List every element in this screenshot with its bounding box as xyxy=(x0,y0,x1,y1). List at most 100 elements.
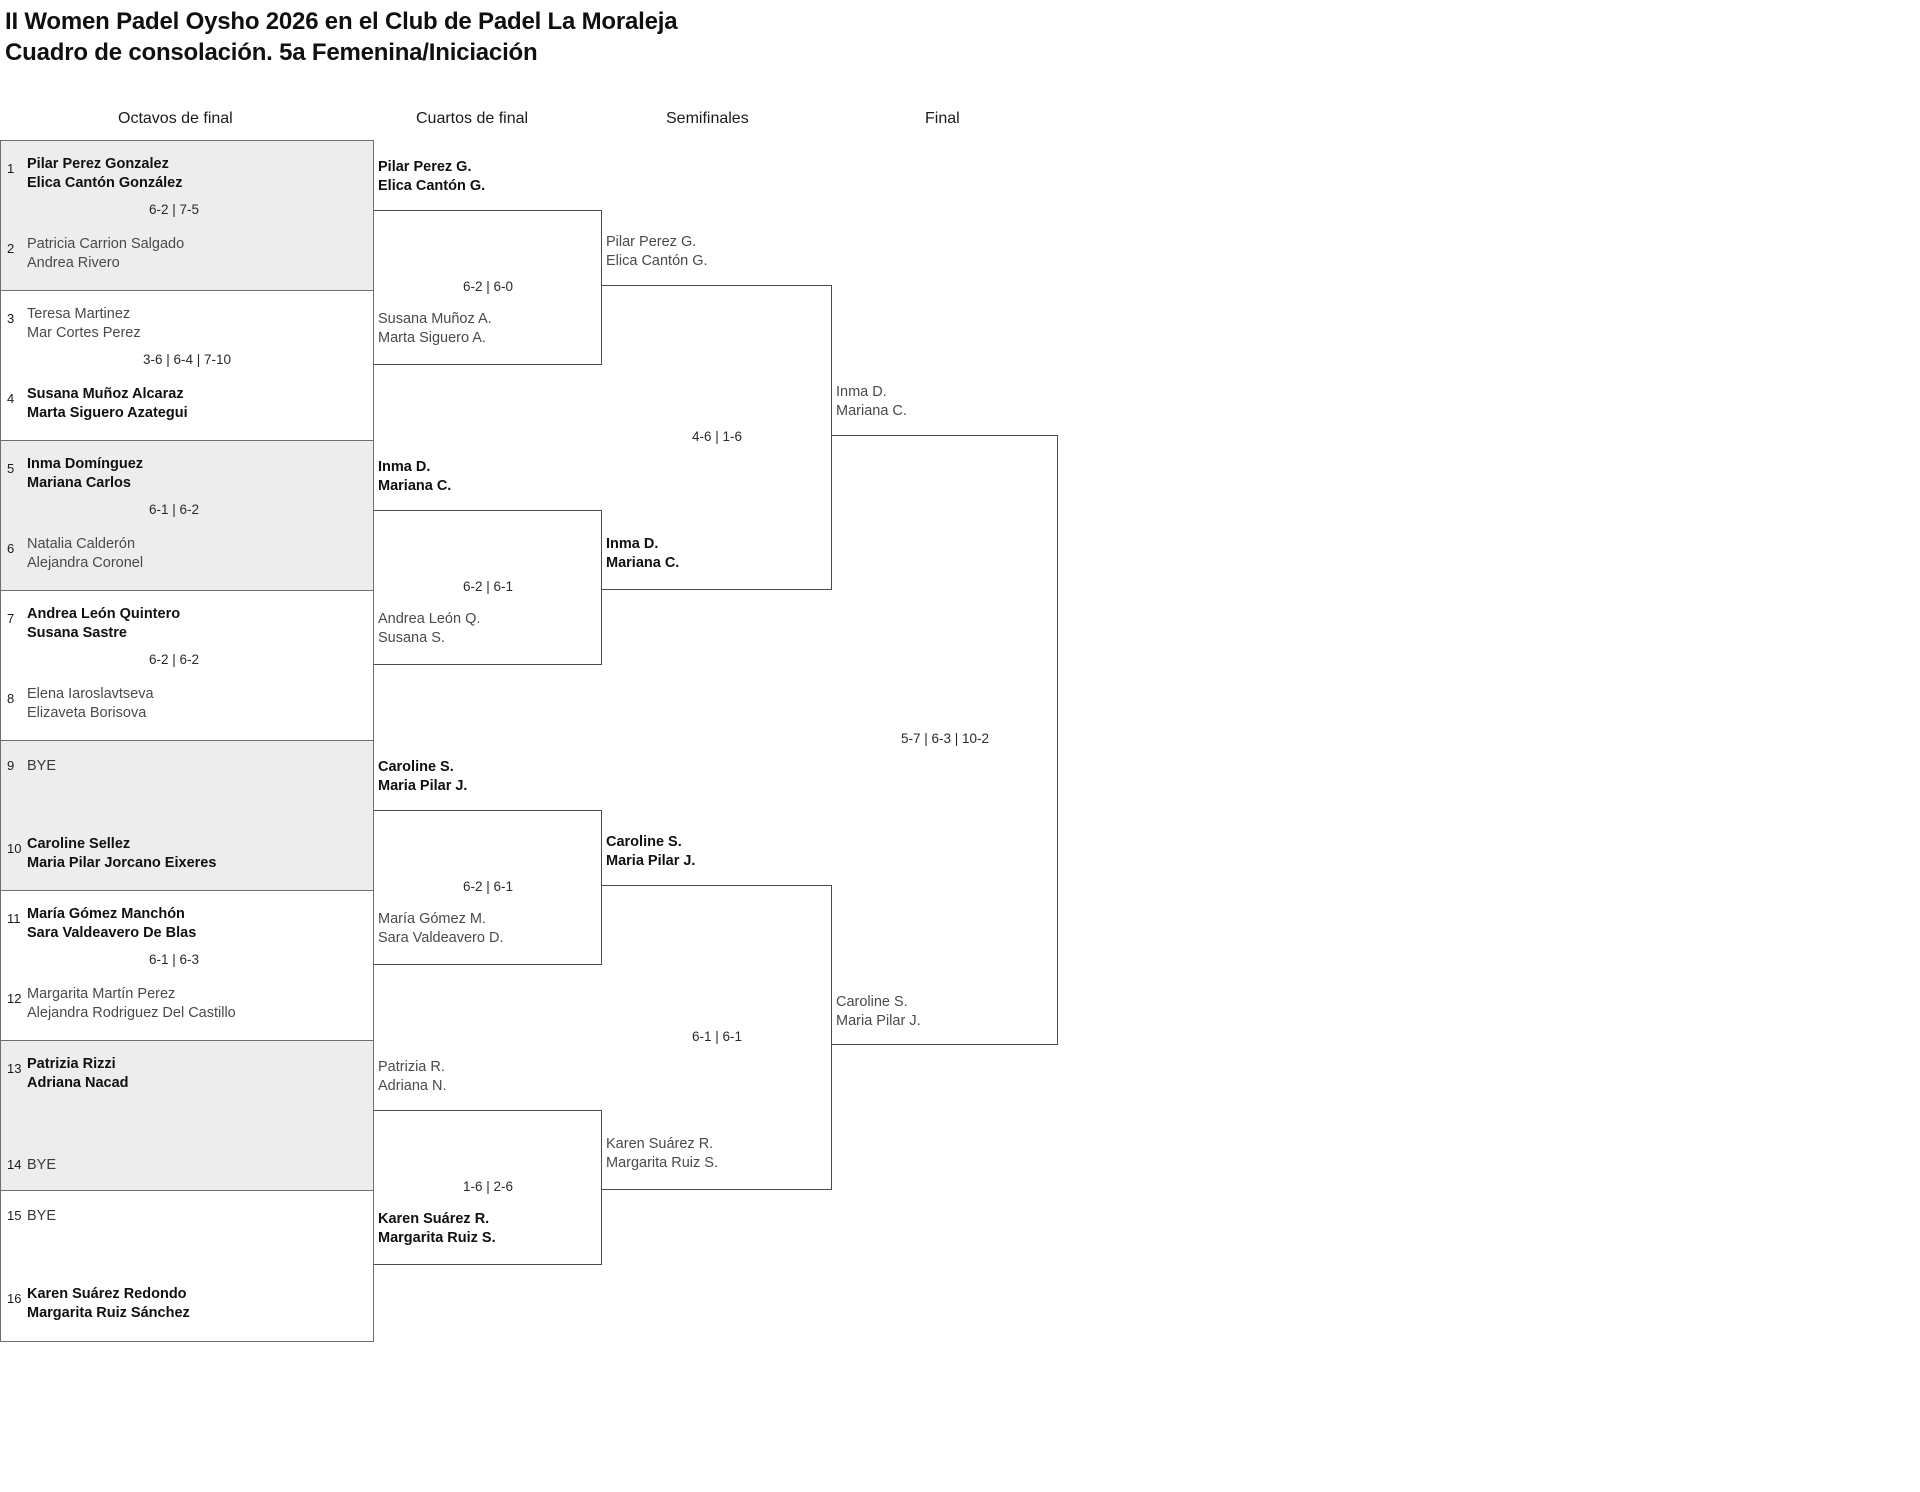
final-score: 5-7 | 6-3 | 10-2 xyxy=(900,731,990,746)
semifinal-team-slot[interactable]: Pilar Perez G.Elica Cantón G. xyxy=(606,233,708,270)
quarterfinal-team-slot[interactable]: Pilar Perez G.Elica Cantón G. xyxy=(378,158,485,195)
seed-number: 10 xyxy=(7,841,22,856)
player-name-1: Inma D. xyxy=(836,384,887,400)
round-header-final: Final xyxy=(925,110,960,127)
page-title: II Women Padel Oysho 2026 en el Club de … xyxy=(5,6,1205,68)
player-name-2: Maria Pilar J. xyxy=(836,1012,921,1029)
player-name-1: María Gómez Manchón xyxy=(27,906,185,922)
player-name-1: Pilar Perez Gonzalez xyxy=(27,156,169,172)
player-name-1: Margarita Martín Perez xyxy=(27,986,176,1002)
player-name-2: Mariana C. xyxy=(836,402,907,419)
player-name-1: BYE xyxy=(27,1157,57,1173)
quarterfinal-team-slot[interactable]: Inma D.Mariana C. xyxy=(378,458,451,495)
player-name-2: Mar Cortes Perez xyxy=(27,324,141,341)
quarterfinal-team-slot[interactable]: Andrea León Q. Susana S. xyxy=(378,610,480,647)
quarterfinal-team-slot[interactable]: Patrizia R.Adriana N. xyxy=(378,1058,447,1095)
quarterfinal-team-slot[interactable]: Caroline S. Maria Pilar J. xyxy=(378,758,467,795)
player-name-1: Patrizia R. xyxy=(378,1059,445,1075)
player-name-1: Patricia Carrion Salgado xyxy=(27,236,185,252)
player-name-2: Sara Valdeavero De Blas xyxy=(27,924,197,941)
semifinal-team-slot[interactable]: Caroline S.Maria Pilar J. xyxy=(606,833,695,870)
quarterfinal-team-slot[interactable]: Susana Muñoz A.Marta Siguero A. xyxy=(378,310,492,347)
player-name-2: Margarita Ruiz S. xyxy=(378,1229,496,1246)
seed-number: 2 xyxy=(7,241,15,256)
round-header-octavos: Octavos de final xyxy=(118,110,233,127)
player-name-2: Susana Sastre xyxy=(27,624,127,641)
seed-number: 5 xyxy=(7,461,15,476)
semifinal-team-slot[interactable]: Karen Suárez R.Margarita Ruiz S. xyxy=(606,1135,718,1172)
player-name-1: Susana Muñoz A. xyxy=(378,311,492,327)
semifinal-score: 4-6 | 1-6 xyxy=(691,428,743,444)
round1-bye-slot[interactable]: BYE xyxy=(27,1156,367,1175)
seed-number: 4 xyxy=(7,391,15,406)
semifinal-team-slot[interactable]: Inma D.Mariana C. xyxy=(606,535,679,572)
seed-number: 14 xyxy=(7,1157,22,1172)
round1-score: 6-1 | 6-2 xyxy=(148,502,200,517)
quarterfinal-team-slot[interactable]: María Gómez M.Sara Valdeavero D. xyxy=(378,910,503,947)
player-name-2: Elica Cantón G. xyxy=(606,252,708,269)
seed-number: 16 xyxy=(7,1291,22,1306)
player-name-2: Margarita Ruiz Sánchez xyxy=(27,1304,190,1321)
tournament-title-line2: Cuadro de consolación. 5a Femenina/Inici… xyxy=(5,39,538,66)
round1-bye-slot[interactable]: BYE xyxy=(27,1207,367,1226)
player-name-1: Natalia Calderón xyxy=(27,536,136,552)
quarterfinal-connector xyxy=(374,210,602,365)
player-name-2: Maria Pilar Jorcano Eixeres xyxy=(27,854,217,871)
player-name-1: Karen Suárez R. xyxy=(378,1211,490,1227)
final-team-slot[interactable]: Inma D. Mariana C. xyxy=(836,383,907,420)
quarterfinal-connector xyxy=(374,1110,602,1265)
player-name-2: Alejandra Rodriguez Del Castillo xyxy=(27,1004,236,1021)
player-name-2: Mariana Carlos xyxy=(27,474,131,491)
player-name-1: Elena Iaroslavtseva xyxy=(27,686,154,702)
seed-number: 6 xyxy=(7,541,15,556)
player-name-1: Inma Domínguez xyxy=(27,456,144,472)
player-name-1: Caroline S. xyxy=(836,994,908,1010)
quarterfinal-score: 6-2 | 6-1 xyxy=(462,878,514,894)
player-name-1: María Gómez M. xyxy=(378,911,486,927)
player-name-1: BYE xyxy=(27,758,57,774)
round1-score: 6-2 | 6-2 xyxy=(148,652,200,667)
final-team-slot[interactable]: Caroline S. Maria Pilar J. xyxy=(836,993,921,1030)
player-name-1: Inma D. xyxy=(606,536,659,552)
semifinal-connector xyxy=(602,885,832,1190)
round1-bye-slot[interactable]: BYE xyxy=(27,757,367,776)
semifinal-score: 6-1 | 6-1 xyxy=(691,1028,743,1044)
player-name-2: Elizaveta Borisova xyxy=(27,704,147,721)
player-name-1: Teresa Martinez xyxy=(27,306,131,322)
player-name-2: Susana S. xyxy=(378,629,445,646)
player-name-1: BYE xyxy=(27,1208,57,1224)
player-name-2: Marta Siguero Azategui xyxy=(27,404,188,421)
player-name-1: Andrea León Q. xyxy=(378,611,481,627)
round1-score: 6-2 | 7-5 xyxy=(148,202,200,217)
player-name-2: Maria Pilar J. xyxy=(378,777,468,794)
seed-number: 11 xyxy=(7,911,21,926)
quarterfinal-team-slot[interactable]: Karen Suárez R. Margarita Ruiz S. xyxy=(378,1210,496,1247)
quarterfinal-score: 6-2 | 6-1 xyxy=(462,578,514,594)
player-name-1: Caroline S. xyxy=(378,759,454,775)
player-name-1: Pilar Perez G. xyxy=(378,159,472,175)
player-name-2: Mariana C. xyxy=(378,477,452,494)
